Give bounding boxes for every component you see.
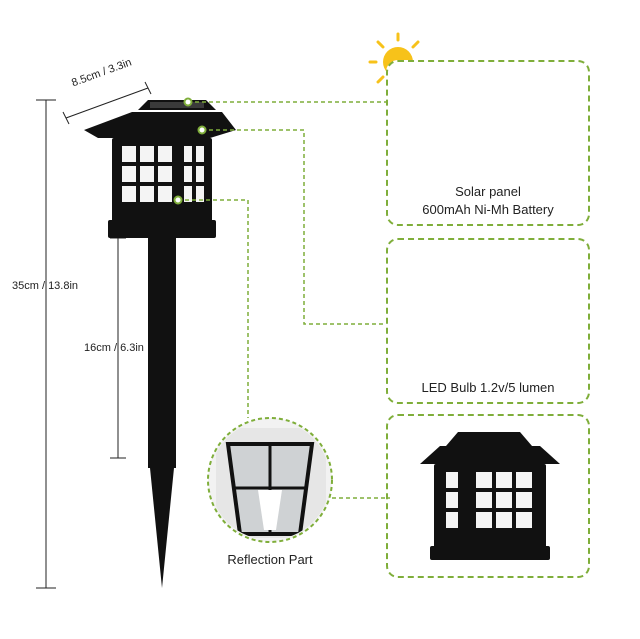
lamp-windows: [122, 146, 204, 202]
stake-height-label: 16cm / 6.3in: [84, 342, 144, 354]
led-bulb-box: LED Bulb 1.2v/5 lumen: [386, 238, 590, 404]
battery-spec: 600mAh Ni-Mh Battery: [422, 202, 554, 217]
reflection-part-label: Reflection Part: [227, 552, 313, 567]
led-bulb-label: LED Bulb 1.2v/5 lumen: [421, 380, 555, 395]
total-height-label: 35cm / 13.8in: [12, 280, 79, 292]
total-height-dimension-line: [36, 99, 56, 589]
reflection-circle: [207, 417, 333, 543]
leader-lines: [178, 101, 390, 499]
leader-dots: [173, 97, 207, 205]
lamp-head-closeup: [420, 432, 560, 560]
lamp-head-box: [386, 414, 590, 578]
solar-panel-title: Solar panel: [455, 184, 521, 199]
width-dimension-line: [62, 81, 152, 125]
solar-panel-box: Solar panel 600mAh Ni-Mh Battery: [386, 60, 590, 226]
